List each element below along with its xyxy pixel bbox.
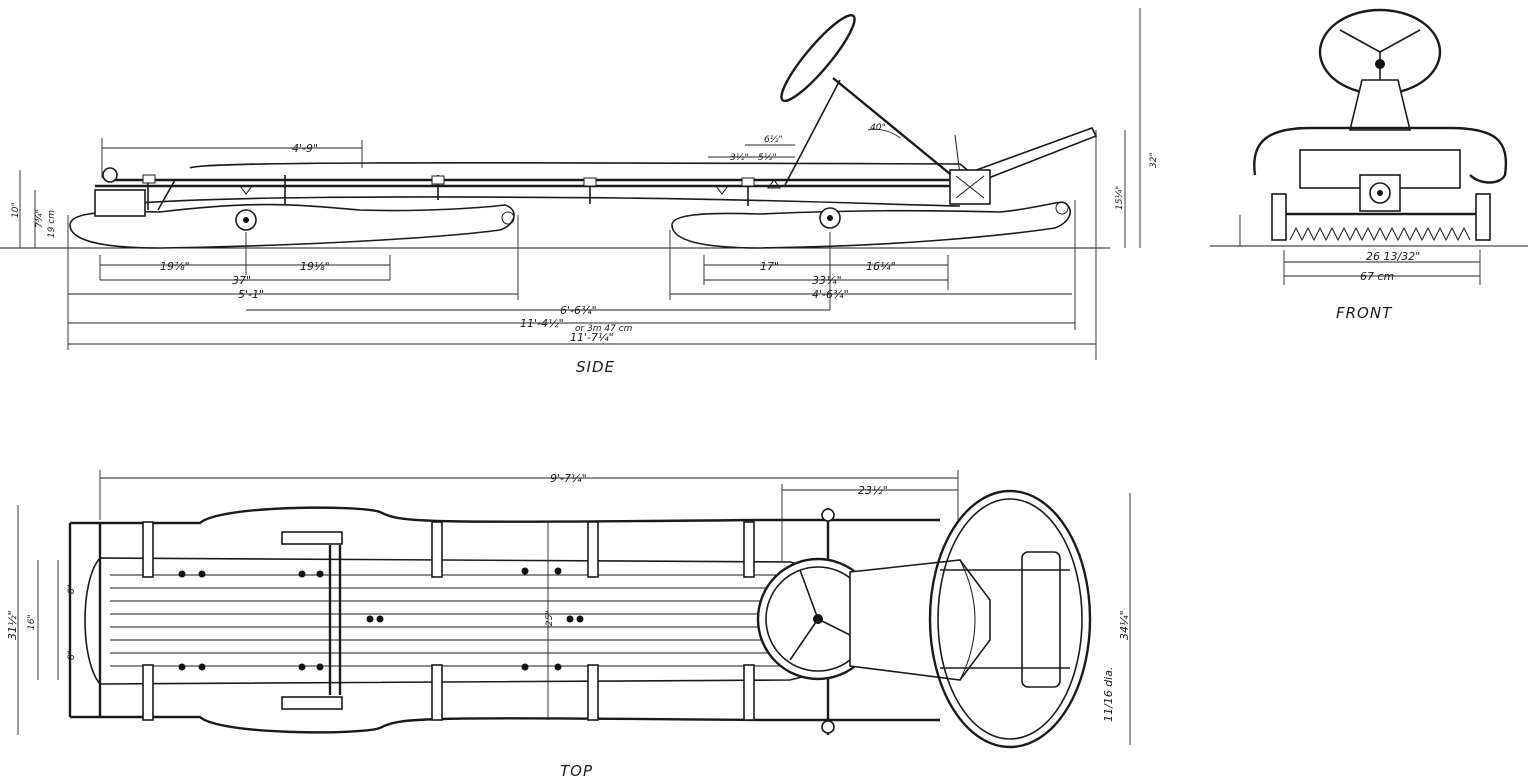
dim-front-gauge: 26 13/32" <box>1366 250 1420 263</box>
front-hoop <box>928 489 1092 749</box>
dim-h-7: 7¾" <box>35 209 45 228</box>
dim-front-33: 33¼" <box>812 274 842 287</box>
dim-top-w25: 25" <box>545 610 555 626</box>
dim-len-114: 11'-4½" <box>520 317 564 330</box>
dim-h-10: 10" <box>11 202 21 218</box>
bolt-holes <box>178 567 584 671</box>
dim-h-15: 15¼" <box>1115 186 1125 210</box>
side-steering-wheel <box>780 13 856 103</box>
dim-top-w8a: 8" <box>67 584 77 594</box>
dim-len-117: 11'-7¼" <box>570 331 614 344</box>
dim-front-gauge-cm: 67 cm <box>1360 270 1394 283</box>
front-view: 26 13/32" 67 cm FRONT <box>1210 8 1528 322</box>
side-view: 4'-9" 6½" 3½" 5½" 40° 10" 7¾" 19 cm 15¼"… <box>0 8 1159 376</box>
dim-front-17: 17" <box>760 260 779 273</box>
dim-steer-a: 6½" <box>764 135 783 145</box>
dim-rear-b: 19⅛" <box>300 260 330 273</box>
dim-steer-angle: 40° <box>870 123 886 133</box>
dim-overall-top: 4'-9" <box>292 142 318 155</box>
dim-top-w34: 34¼" <box>1118 610 1131 640</box>
dim-top-w8b: 8" <box>67 650 77 660</box>
dim-rear-a: 19⅞" <box>160 260 190 273</box>
dim-steer-b: 3½" <box>730 153 749 163</box>
dim-steer-c: 5½" <box>758 153 777 163</box>
top-view-title: TOP <box>560 762 593 780</box>
dim-top-wheel-dia: 11/16 dia. <box>1102 667 1115 722</box>
deck-slats <box>110 574 790 667</box>
dim-top-length: 9'-7¼" <box>550 472 587 485</box>
dim-mid-66: 6'-6¾" <box>560 304 597 317</box>
dim-len-metric: or 3m 47 cm <box>575 324 633 334</box>
dim-rear-51: 5'-1" <box>238 288 264 301</box>
front-view-title: FRONT <box>1336 304 1393 322</box>
dim-front-46: 4'-6¾" <box>812 288 849 301</box>
dim-top-wheel-pos: 23½" <box>858 484 888 497</box>
dim-front-16: 16¼" <box>866 260 896 273</box>
dim-top-w16: 16" <box>27 614 37 630</box>
dim-h-19cm: 19 cm <box>47 210 57 238</box>
side-view-title: SIDE <box>576 358 615 376</box>
dim-rear-37: 37" <box>232 274 251 287</box>
top-view: 9'-7¼" 23½" 31½" 16" 8" 8" 25" 34¼" 11/1… <box>6 470 1131 780</box>
dim-top-width-31: 31½" <box>6 610 19 640</box>
dim-h-32: 32" <box>1149 152 1159 168</box>
